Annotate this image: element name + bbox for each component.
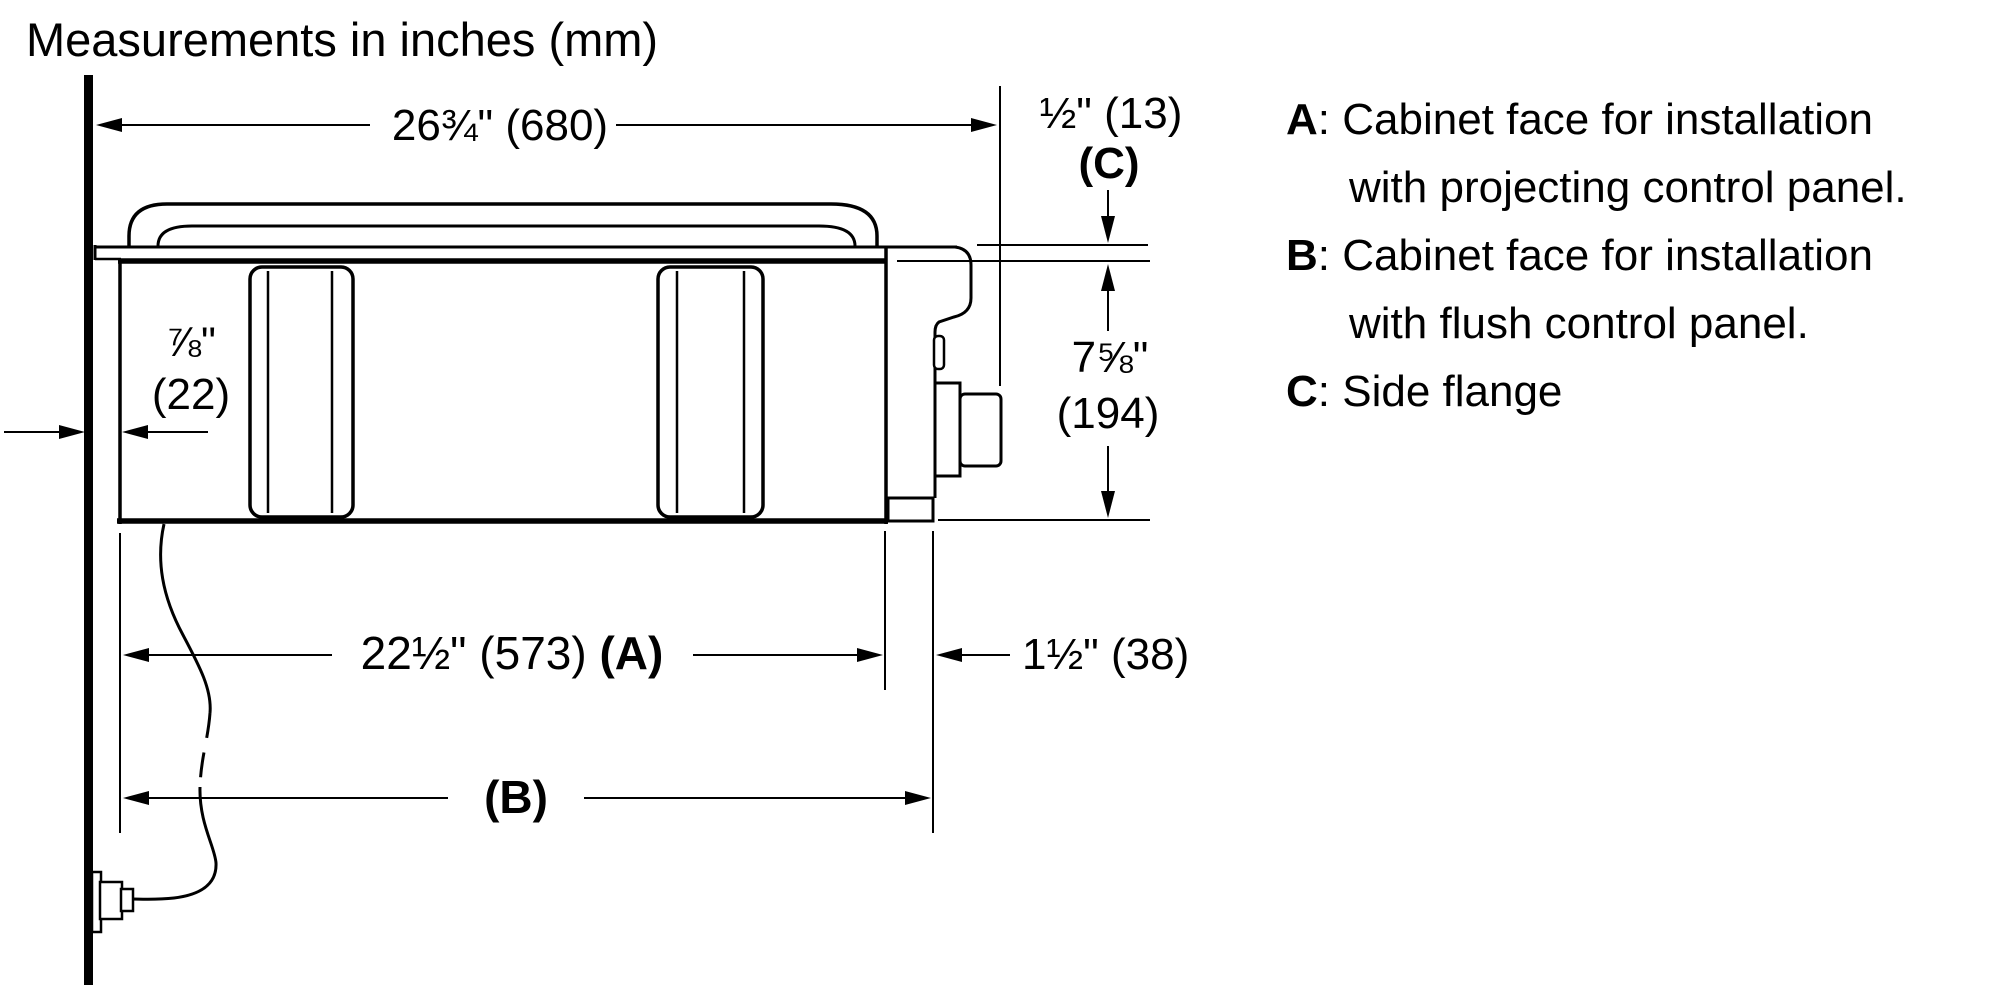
dim-total-depth-label: 26¾" (680)	[392, 101, 608, 150]
dim-flush-depth: (B)	[123, 771, 931, 823]
dim-body-depth-ref: (A)	[599, 627, 663, 679]
legend: A: Cabinet face for installation with pr…	[1286, 95, 1907, 416]
legend-item-b-line1: B: Cabinet face for installation	[1286, 231, 1873, 280]
control-panel	[886, 245, 1003, 523]
legend-key-c: C	[1286, 367, 1318, 416]
cord-upper	[159, 523, 212, 714]
cord-lower	[131, 786, 218, 901]
arrowhead-right-icon	[971, 118, 997, 132]
arrowhead-right-icon	[857, 648, 883, 662]
dim-side-flange: ½" (13) (C)	[897, 89, 1182, 331]
legend-item-b-line2: with flush control panel.	[1348, 299, 1809, 348]
handle-inner	[156, 224, 857, 247]
legend-text-c1: : Side flange	[1318, 367, 1563, 416]
appliance-body	[93, 202, 957, 524]
rail-left	[248, 265, 355, 519]
panel-tab	[932, 334, 946, 371]
legend-item-a-line1: A: Cabinet face for installation	[1286, 95, 1873, 144]
legend-text-b1: : Cabinet face for installation	[1318, 231, 1873, 280]
arrowhead-up-icon	[1101, 264, 1115, 291]
legend-item-a-line2: with projecting control panel.	[1348, 163, 1907, 212]
arrowhead-left-icon	[123, 791, 149, 805]
dim-height: 7⅝" (194)	[938, 333, 1160, 521]
diagram-title: Measurements in inches (mm)	[26, 13, 658, 66]
arrowhead-down-icon	[1101, 491, 1115, 518]
dim-height-mm-label: (194)	[1057, 389, 1160, 438]
control-knob	[958, 392, 1003, 468]
rail-right	[656, 265, 765, 519]
wall-line	[84, 75, 93, 985]
legend-key-b: B	[1286, 231, 1318, 280]
dim-rear-gap-label: ⅞"	[166, 318, 216, 365]
handle-outer	[127, 202, 879, 246]
knob-base-plate	[933, 381, 962, 478]
power-cord	[90, 523, 218, 934]
dim-body-depth-value: 22½" (573)	[361, 627, 600, 679]
plug-collar	[119, 887, 135, 913]
legend-text-a1: : Cabinet face for installation	[1318, 95, 1873, 144]
dim-flange-ref: (C)	[1078, 139, 1139, 188]
arrowhead-down-icon	[1101, 216, 1115, 243]
arrowhead-left-icon	[936, 648, 962, 662]
dim-panel-depth-label: 1½" (38)	[1022, 630, 1189, 679]
cord-dashed	[198, 712, 212, 788]
dim-rear-gap-mm-label: (22)	[152, 370, 230, 419]
control-panel-profile	[886, 245, 973, 383]
dim-body-depth: 22½" (573) (A)	[123, 627, 883, 679]
dim-height-label: 7⅝"	[1072, 333, 1149, 382]
dim-panel-depth: 1½" (38)	[936, 630, 1189, 679]
legend-key-a: A	[1286, 95, 1318, 144]
panel-bottom-bracket	[886, 496, 935, 523]
dim-total-depth: 26¾" (680)	[96, 86, 1001, 386]
arrowhead-left-icon	[96, 118, 122, 132]
dim-flush-depth-label: (B)	[484, 771, 548, 823]
arrowhead-left-icon	[122, 425, 148, 439]
arrowhead-right-icon	[59, 425, 85, 439]
arrowhead-right-icon	[905, 791, 931, 805]
dim-rear-gap: ⅞" (22)	[4, 318, 230, 439]
dim-body-depth-label: 22½" (573) (A)	[361, 627, 664, 679]
arrowhead-left-icon	[123, 648, 149, 662]
plug-body	[98, 880, 124, 921]
dim-flange-label: ½" (13)	[1040, 89, 1183, 138]
legend-item-c-line1: C: Side flange	[1286, 367, 1562, 416]
